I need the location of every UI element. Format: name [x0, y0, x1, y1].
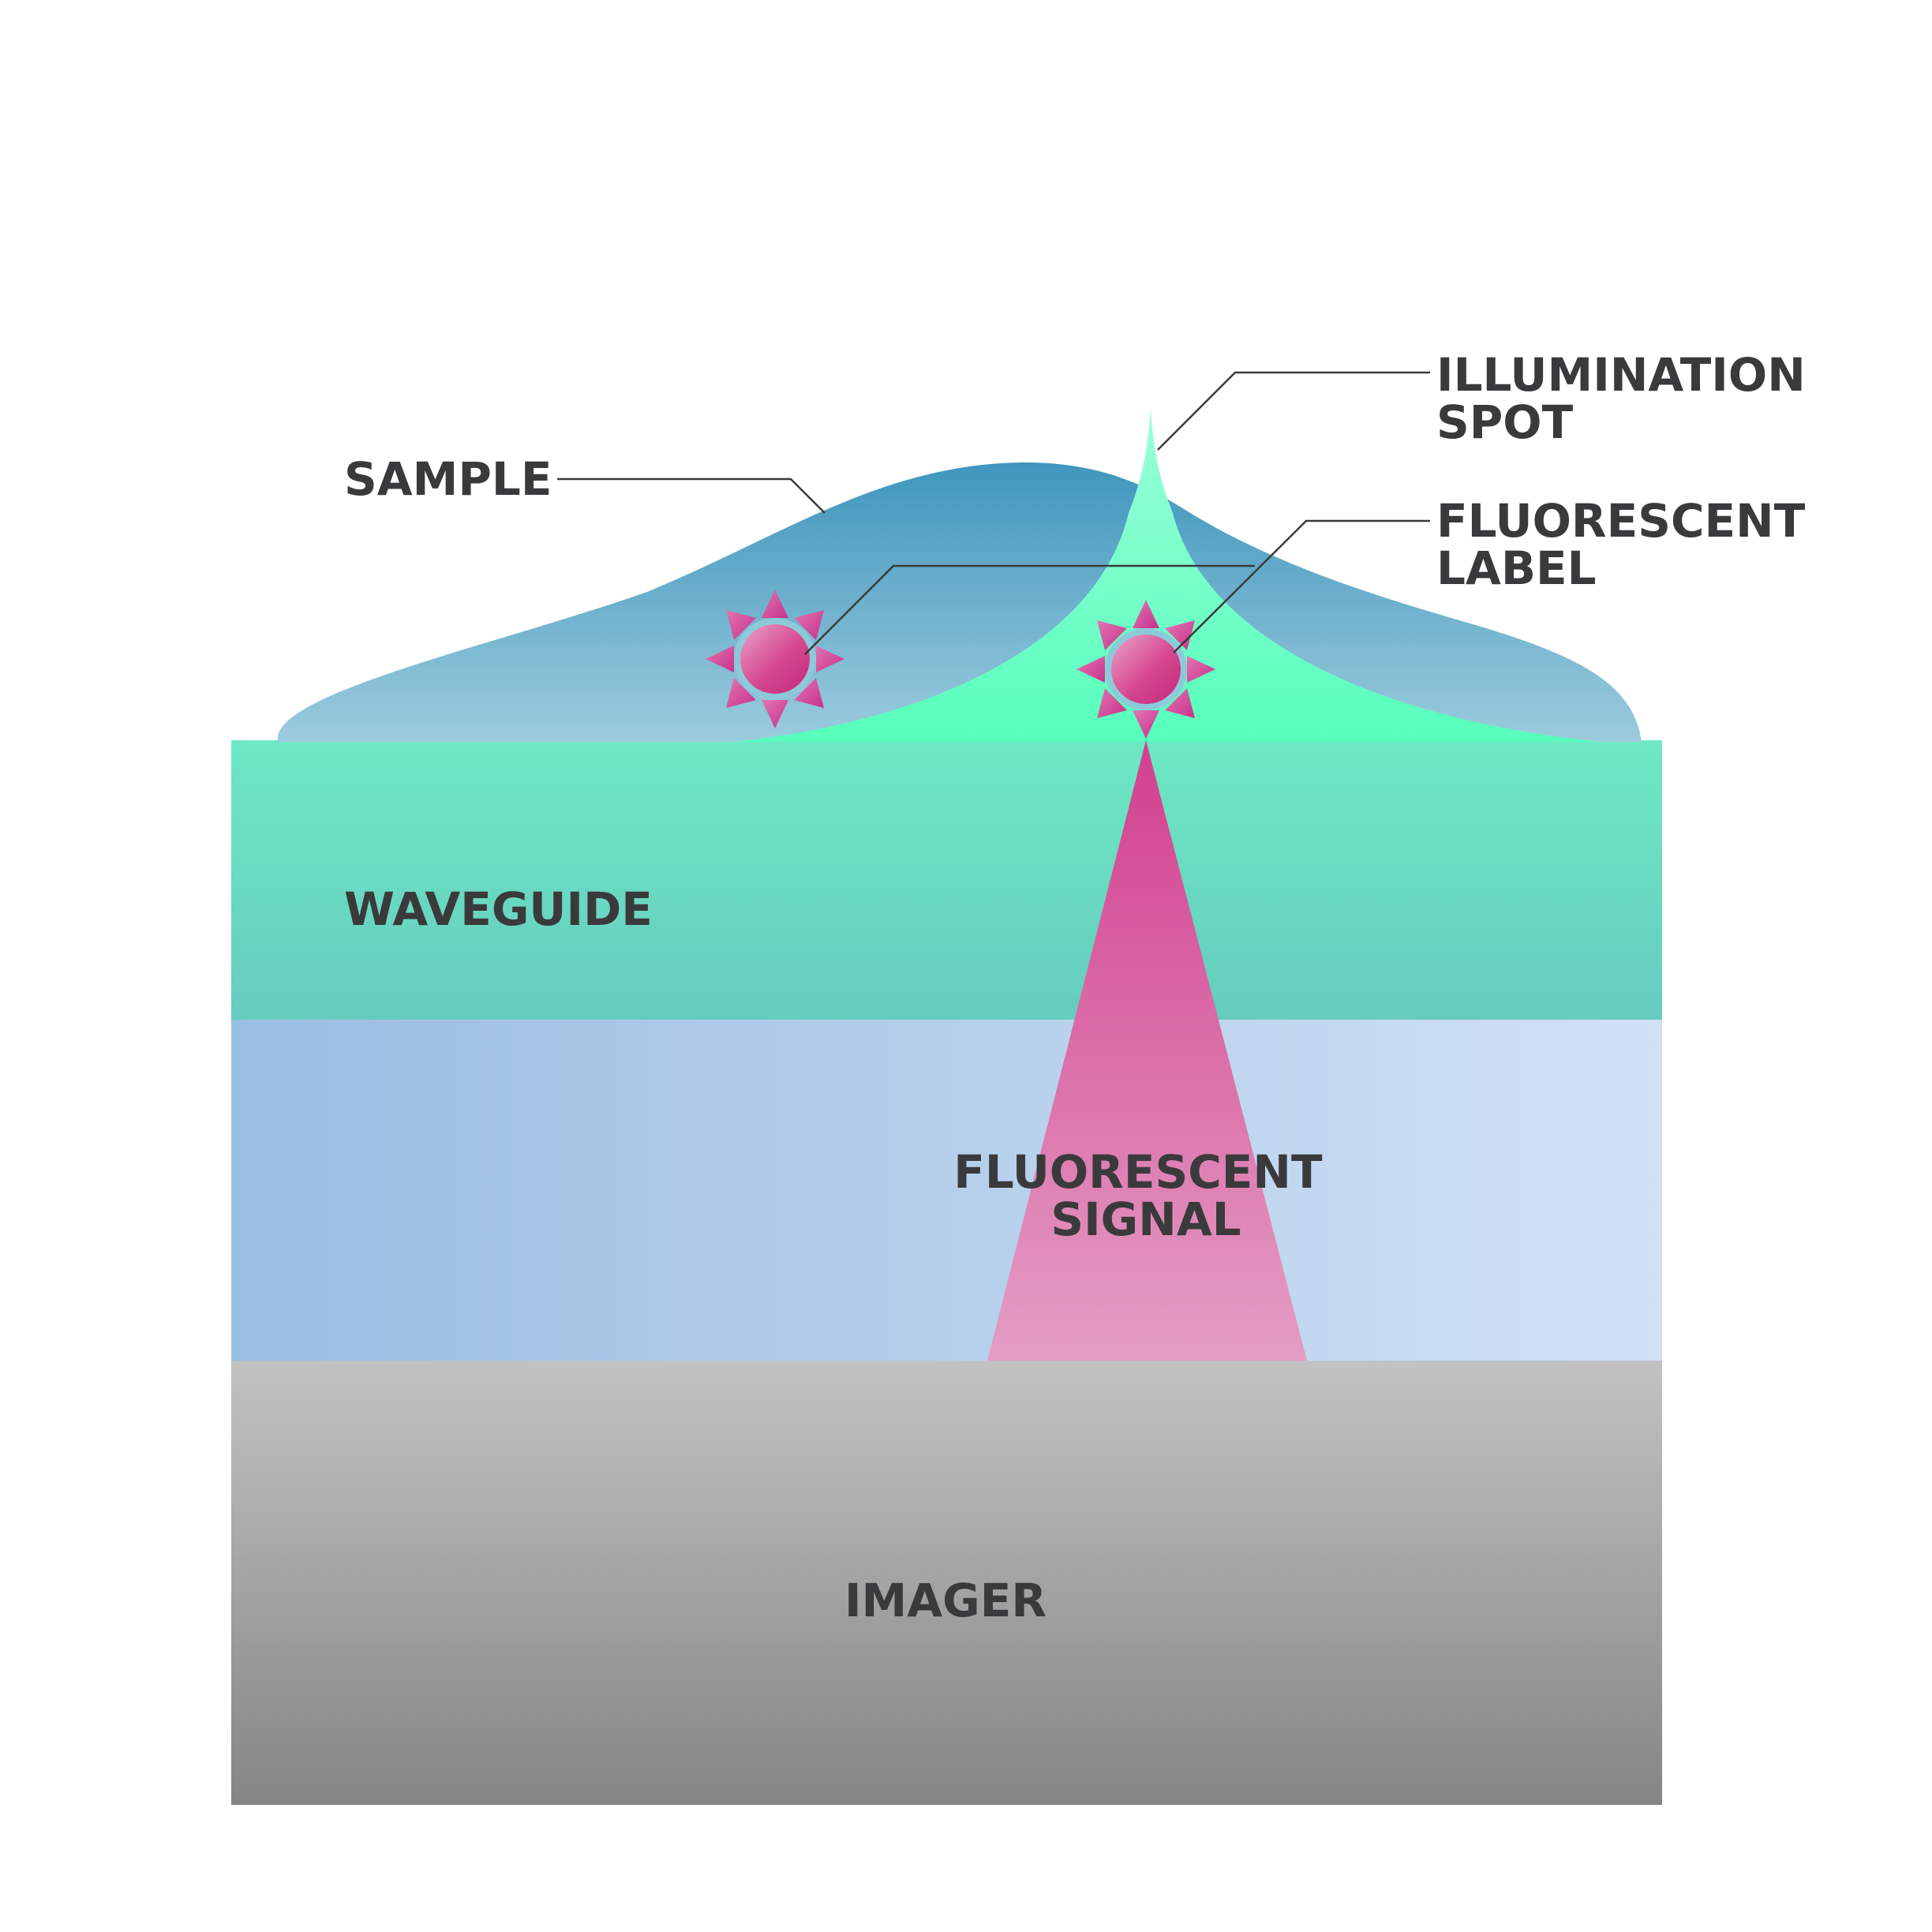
waveguide-label: WAVEGUIDE [344, 882, 653, 936]
illumination-spot-leader-line [1157, 371, 1430, 451]
substrate-layer [231, 1019, 1662, 1361]
fluorescent-label-leader-line-2 [804, 564, 1255, 655]
imager-layer [231, 1360, 1662, 1805]
illumination-spot-label: ILLUMINATION SPOT [1436, 348, 1822, 449]
fluorophore-star-icon [1076, 600, 1215, 739]
imager-label: IMAGER [844, 1574, 1046, 1627]
waveguide-layer [231, 740, 1662, 1020]
fluorescent-label-leader-line [1173, 519, 1430, 653]
fluorescent-label-label: FLUORESCENT LABEL [1436, 494, 1821, 595]
fluorophore-star-icon [706, 590, 844, 728]
fluorescent-signal-label: FLUORESCENT SIGNAL [953, 1145, 1338, 1246]
sample-label: SAMPLE [344, 452, 552, 506]
fluorescent-signal-cone [987, 740, 1307, 1361]
sample-leader-line [557, 477, 826, 514]
illumination-spot [734, 409, 1602, 742]
